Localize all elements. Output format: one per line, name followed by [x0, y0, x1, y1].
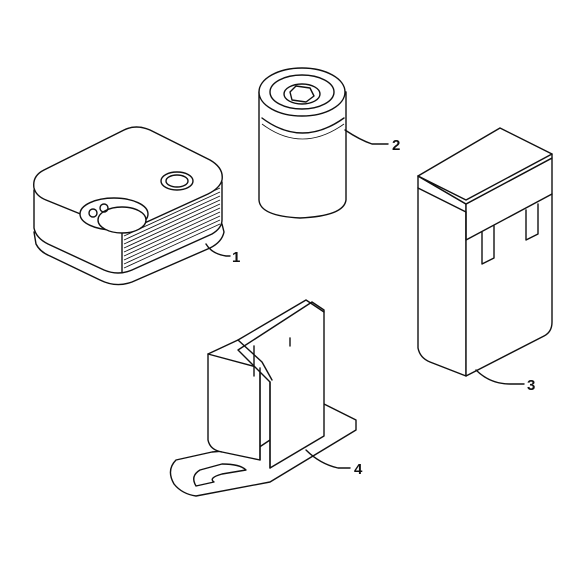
callout-4: 4 [354, 461, 363, 478]
callout-2: 2 [392, 137, 400, 154]
leader-line-1 [205, 243, 231, 257]
box-bag-icon [417, 127, 553, 377]
callout-1: 1 [232, 249, 240, 266]
bracket-icon [169, 299, 357, 497]
callout-3: 3 [527, 377, 535, 394]
leader-line-4 [305, 449, 351, 469]
leader-lines [205, 129, 525, 469]
sealant-bottle-icon [258, 67, 347, 219]
leader-line-3 [475, 369, 525, 385]
compressor-icon [33, 126, 225, 286]
leader-line-2 [344, 129, 389, 145]
